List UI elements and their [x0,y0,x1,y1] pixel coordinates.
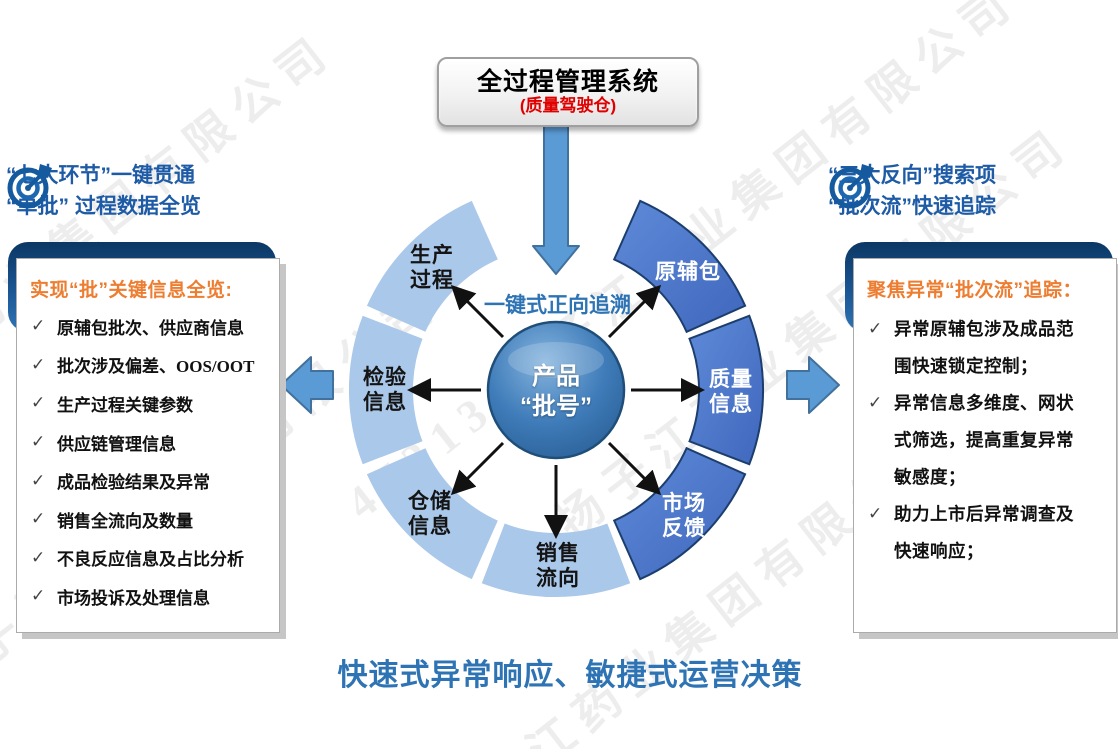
check-icon: ✓ [31,586,46,607]
segment-inspection [348,315,423,465]
segment-label-warehouse: 仓储 信息 [408,490,452,538]
right-panel-title: 聚焦异常“批次流”追踪： [867,280,1083,301]
list-item-text: 异常信息多维度、网状 式筛选，提高重复异常 敏感度； [894,393,1074,487]
list-item-text: 销售全流向及数量 [57,511,193,531]
list-item-text: 批次涉及偏差、OOS/OOT [57,357,255,377]
list-item-text: 供应链管理信息 [57,434,176,454]
system-title-box: 全过程管理系统 (质量驾驶仓) [437,57,699,127]
list-item: ✓ 助力上市后异常调查及 快速响应； [868,496,1110,570]
segment-label-production: 生产 过程 [410,244,454,292]
segment-warehouse [366,448,498,580]
segment-production [366,200,498,332]
segment-label-market-feedback: 市场 反馈 [662,492,706,540]
trace-label: 一键式正向追溯 [484,294,631,317]
list-item-text: 生产过程关键参数 [57,395,193,415]
flow-down-arrow [532,125,580,275]
segment-market-feedback [612,446,747,581]
check-icon: ✓ [31,354,46,375]
left-goal-line2: “单批” 过程数据全览 [6,195,201,218]
segment-label-inspection: 检验 信息 [363,366,407,414]
list-item: ✓ 市场投诉及处理信息 [31,577,273,616]
check-icon: ✓ [31,393,46,414]
check-icon: ✓ [31,509,46,530]
list-item-text: 助力上市后异常调查及 快速响应； [894,504,1074,561]
radial-arrows [407,284,705,539]
check-icon: ✓ [31,547,46,568]
segment-quality [688,314,764,466]
target-icon [7,164,52,209]
bottom-slogan: 快速式异常响应、敏捷式运营决策 [337,659,803,692]
check-icon: ✓ [31,432,46,453]
right-panel-list: ✓ 异常原辅包涉及成品范 围快速锁定控制； ✓ 异常信息多维度、网状 式筛选，提高重… [868,311,1110,570]
list-item: ✓ 异常信息多维度、网状 式筛选，提高重复异常 敏感度； [868,385,1110,496]
list-item: ✓ 成品检验结果及异常 [31,461,273,500]
check-icon: ✓ [868,393,883,413]
segment-label-quality: 质量 信息 [709,368,753,416]
segment-raw-aux-pack [612,199,747,334]
left-panel-title: 实现“批”关键信息全览: [30,280,233,301]
list-item-text: 市场投诉及处理信息 [57,588,210,608]
segment-label-raw-aux-pack: 原辅包 [655,260,721,284]
left-panel: 实现“批”关键信息全览: ✓ 原辅包批次、供应商信息 ✓ 批次涉及偏差、OOS/OO… [16,258,280,633]
hub-circle [486,320,626,460]
side-arrow-left [280,356,334,414]
right-goal-line2: “批次流”快速追踪 [828,195,996,218]
check-icon: ✓ [868,319,883,339]
check-icon: ✓ [868,504,883,524]
right-panel: 聚焦异常“批次流”追踪： ✓ 异常原辅包涉及成品范 围快速锁定控制； ✓ 异常信息多… [853,258,1117,633]
right-goal-header: “三大反向”搜索项“批次流”快速追踪 [828,160,996,222]
hub-label: 产品 “批号” [520,363,592,420]
left-panel-list: ✓ 原辅包批次、供应商信息 ✓ 批次涉及偏差、OOS/OOT ✓ 生产过程关键参数 ✓… [31,307,273,616]
list-item: ✓ 异常原辅包涉及成品范 围快速锁定控制； [868,311,1110,385]
list-item: ✓ 不良反应信息及占比分析 [31,539,273,578]
list-item: ✓ 原辅包批次、供应商信息 [31,307,273,346]
list-item: ✓ 销售全流向及数量 [31,500,273,539]
list-item-text: 不良反应信息及占比分析 [57,550,244,570]
left-goal-text: “七大环节”一键贯通 “单批” 过程数据全览 [6,160,201,222]
side-arrow-right [786,356,840,414]
list-item-text: 原辅包批次、供应商信息 [57,318,244,338]
left-goal-header: “七大环节”一键贯通 “单批” 过程数据全览 [6,160,201,222]
list-item: ✓ 生产过程关键参数 [31,384,273,423]
list-item: ✓ 供应链管理信息 [31,423,273,462]
left-goal-line1: “七大环节”一键贯通 [6,164,195,187]
system-subtitle: (质量驾驶仓) [519,96,617,115]
check-icon: ✓ [31,316,46,337]
list-item: ✓ 批次涉及偏差、OOS/OOT [31,346,273,385]
target-icon [829,164,874,209]
list-item-text: 成品检验结果及异常 [57,473,210,493]
segment-sales-flow [481,523,631,598]
list-item-text: 异常原辅包涉及成品范 围快速锁定控制； [894,319,1074,376]
system-title: 全过程管理系统 [476,68,659,96]
segment-label-sales-flow: 销售 流向 [536,542,580,590]
check-icon: ✓ [31,470,46,491]
